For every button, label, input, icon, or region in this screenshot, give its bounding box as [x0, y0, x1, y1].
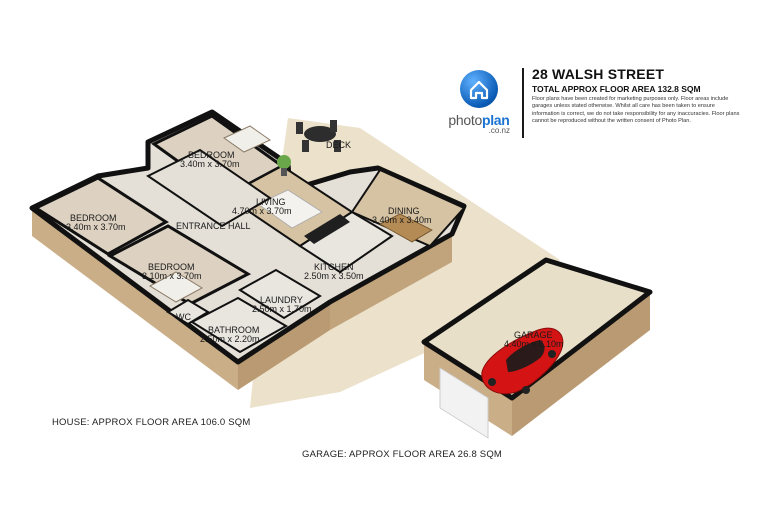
house-logo-icon [460, 70, 498, 108]
label-bathroom-dims: 2.50m x 2.20m [200, 334, 260, 344]
label-garage: GARAGE [514, 330, 553, 340]
header: photoplan .co.nz 28 WALSH STREET TOTAL A… [442, 62, 742, 162]
logo-wordmark: photoplan [448, 112, 510, 128]
entrance-hall-floor [146, 148, 272, 228]
label-deck: DECK [326, 140, 351, 150]
label-living: LIVING [256, 197, 286, 207]
kitchen-bench [304, 214, 350, 244]
label-entrance-hall: ENTRANCE HALL [176, 221, 251, 231]
deck-chair [334, 140, 341, 152]
deck-table [304, 126, 336, 142]
laundry-floor [238, 268, 322, 320]
plant [277, 155, 291, 169]
bathroom-floor [189, 296, 289, 354]
house-wall-face [32, 208, 238, 390]
header-divider [522, 68, 524, 138]
living-rug [257, 189, 323, 229]
logo-domain: .co.nz [488, 126, 510, 135]
label-laundry: LAUNDRY [260, 295, 303, 305]
label-kitchen: KITCHEN [314, 262, 354, 272]
bed-top [223, 125, 271, 153]
label-bedroom-top-dims: 3.40m x 3.70m [180, 159, 240, 169]
label-bedroom-mid: BEDROOM [148, 262, 195, 272]
garage-wall-face-right [512, 292, 650, 436]
disclaimer-text: Floor plans have been created for market… [532, 96, 740, 125]
deck-chair [296, 122, 303, 134]
house-floor [29, 109, 467, 365]
label-living-dims: 4.70m x 3.70m [232, 206, 292, 216]
garage-floor-area: GARAGE: APPROX FLOOR AREA 26.8 SQM [302, 449, 503, 460]
bed-mid [148, 271, 204, 303]
house-floor-area: HOUSE: APPROX FLOOR AREA 106.0 SQM [52, 417, 251, 428]
label-wc: WC [176, 312, 191, 322]
deck-chair [330, 120, 337, 132]
car-icon [481, 327, 564, 395]
label-bedroom-top: BEDROOM [188, 150, 235, 160]
garage-door [439, 367, 489, 439]
label-kitchen-dims: 2.50m x 3.50m [304, 271, 364, 281]
label-bedroom-mid-dims: 3.10m x 3.70m [142, 271, 202, 281]
label-laundry-dims: 2.50m x 1.70m [252, 304, 312, 314]
photoplan-logo: photoplan .co.nz [442, 70, 516, 135]
label-bedroom-left: BEDROOM [70, 213, 117, 223]
plant-pot [281, 168, 287, 176]
label-dining: DINING [388, 206, 420, 216]
page-title: 28 WALSH STREET [532, 66, 665, 82]
house-wall-face-right [238, 302, 330, 390]
label-garage-dims: 4.40m x 6.10m [504, 339, 564, 349]
label-dining-dims: 3.40m x 3.40m [372, 215, 432, 225]
room-labels: BEDROOM 3.40m x 3.70m DECK LIVING 4.70m … [66, 140, 564, 349]
label-bathroom: BATHROOM [208, 325, 259, 335]
dining-table [379, 213, 433, 243]
bedroom-left-floor [32, 176, 169, 256]
deck-chair [302, 140, 309, 152]
house-wall-face-right2 [330, 234, 452, 330]
label-bedroom-left-dims: 3.40m x 3.70m [66, 222, 126, 232]
total-floor-area: TOTAL APPROX FLOOR AREA 132.8 SQM [532, 84, 701, 94]
